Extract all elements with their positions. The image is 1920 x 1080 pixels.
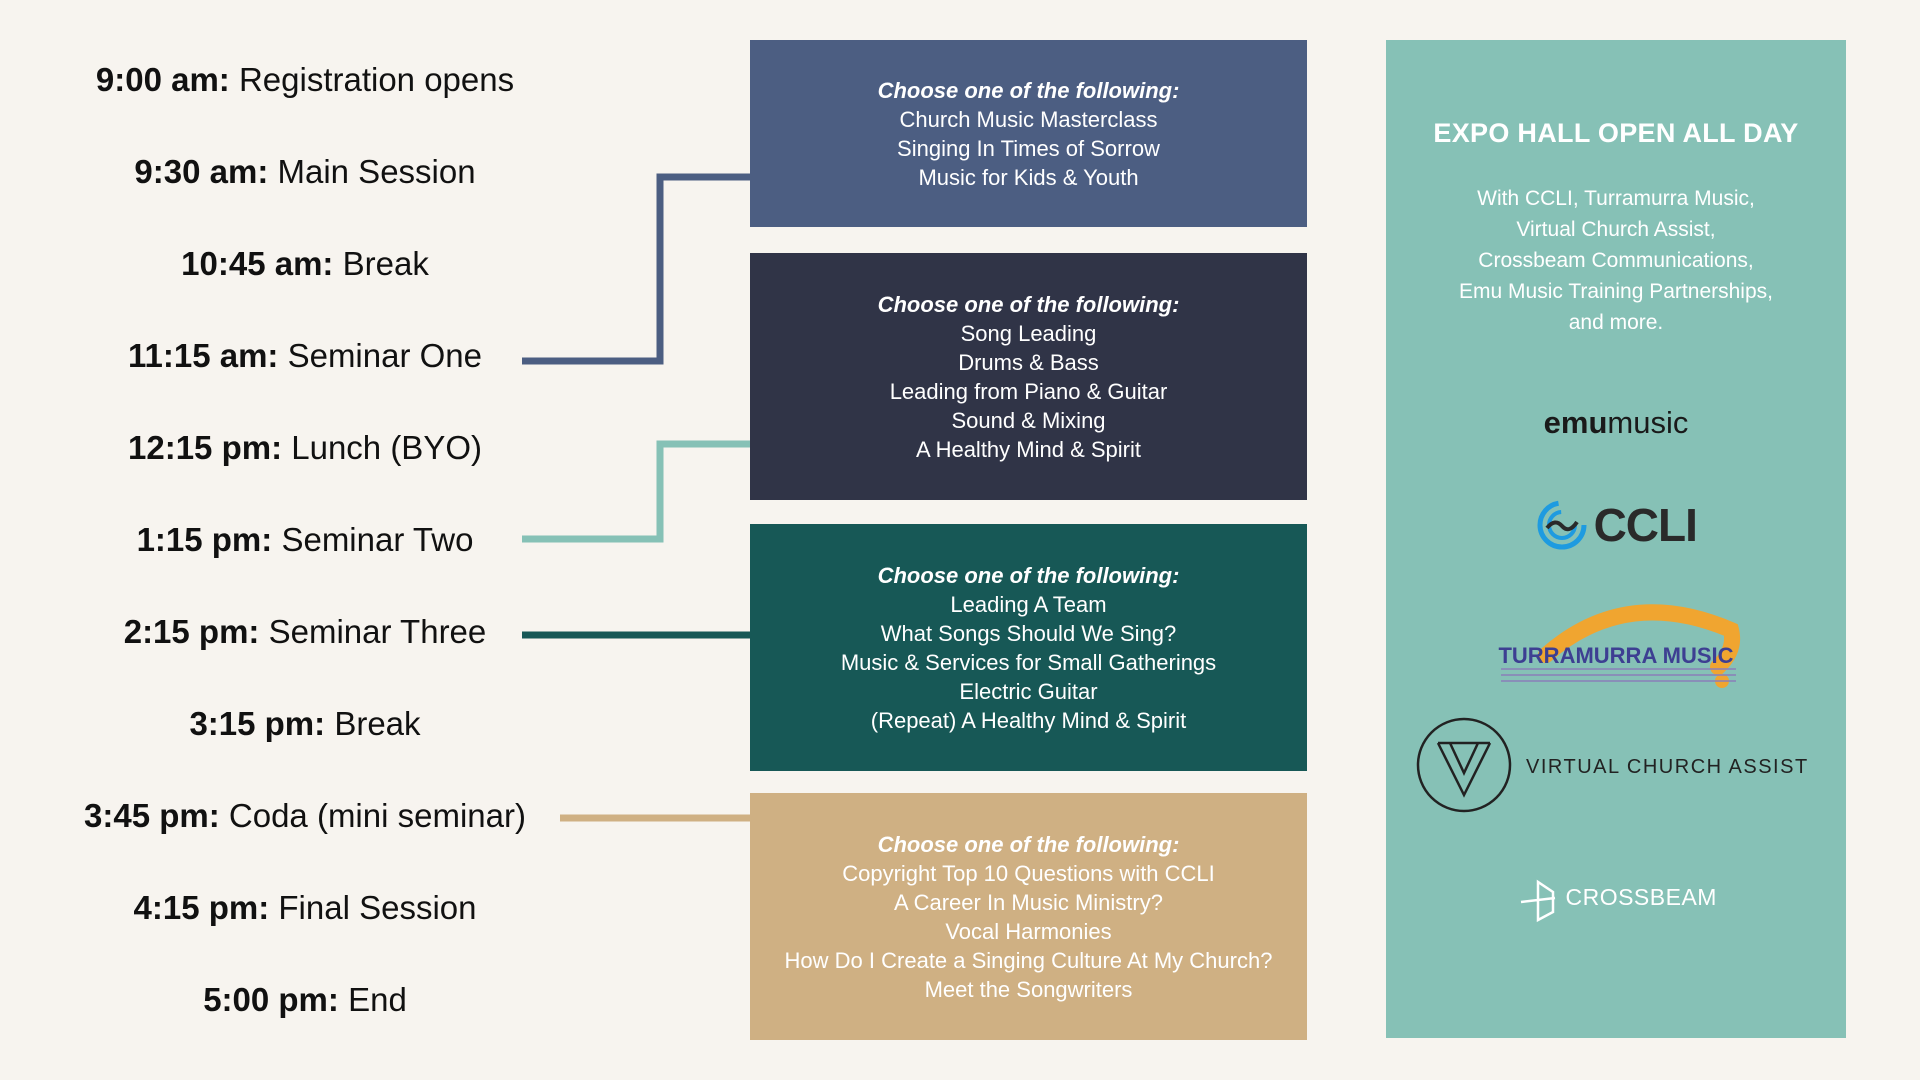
schedule-event: Coda (mini seminar)	[228, 797, 526, 834]
expo-line: and more.	[1568, 311, 1664, 334]
schedule-event: Registration opens	[238, 61, 515, 98]
box-item: Meet the Songwriters	[924, 976, 1133, 1002]
box-item: Vocal Harmonies	[945, 918, 1112, 944]
schedule-event: Seminar Two	[281, 521, 474, 558]
box-item: (Repeat) A Healthy Mind & Spirit	[870, 707, 1187, 733]
box-item: Leading A Team	[950, 591, 1107, 617]
schedule-time: 9:30 am:	[134, 153, 269, 190]
schedule-time: 4:15 pm:	[133, 889, 270, 926]
expo-line: With CCLI, Turramurra Music,	[1477, 187, 1755, 210]
schedule-time: 5:00 pm:	[203, 981, 339, 1018]
seminar-two-box: Choose one of the following: Song Leadin…	[750, 253, 1307, 500]
schedule-row: 3:15 pm: Break	[40, 704, 570, 744]
box-item: Leading from Piano & Guitar	[889, 378, 1168, 404]
box-item: Music & Services for Small Gatherings	[840, 649, 1217, 675]
vca-icon: VIRTUAL CHURCH ASSIST	[1416, 717, 1809, 813]
expo-panel: EXPO HALL OPEN ALL DAY With CCLI, Turram…	[1386, 40, 1846, 1038]
schedule-row: 12:15 pm: Lunch (BYO)	[40, 428, 570, 468]
box-item: What Songs Should We Sing?	[880, 620, 1177, 646]
crossbeam-wordmark: CROSSBEAM	[1565, 884, 1717, 911]
schedule-row: 1:15 pm: Seminar Two	[40, 520, 570, 560]
box-item: Singing In Times of Sorrow	[897, 135, 1160, 161]
turramurra-wordmark: TURRAMURRA MUSIC	[1498, 643, 1733, 668]
schedule-time: 2:15 pm:	[123, 613, 260, 650]
schedule-event: Lunch (BYO)	[291, 429, 482, 466]
box-heading: Choose one of the following:	[877, 77, 1180, 103]
schedule-time: 1:15 pm:	[136, 521, 273, 558]
crossbeam-logo: CROSSBEAM	[1386, 878, 1846, 928]
schedule-time: 12:15 pm:	[128, 429, 283, 466]
box-item: Music for Kids & Youth	[918, 164, 1139, 190]
schedule-event: End	[348, 981, 407, 1018]
box-heading: Choose one of the following:	[877, 831, 1180, 857]
emu-logo-rest: music	[1607, 405, 1689, 440]
box-item: A Career In Music Ministry?	[894, 889, 1163, 915]
schedule-time: 3:15 pm:	[189, 705, 326, 742]
expo-line: Emu Music Training Partnerships,	[1459, 280, 1773, 303]
schedule-time: 11:15 am:	[127, 337, 279, 374]
box-item: Electric Guitar	[959, 678, 1098, 704]
ccli-logo: CCLI	[1386, 498, 1846, 558]
schedule-list: 9:00 am: Registration opens 9:30 am: Mai…	[40, 36, 570, 1036]
vca-wordmark: VIRTUAL CHURCH ASSIST	[1526, 756, 1809, 778]
expo-line: Virtual Church Assist,	[1516, 218, 1716, 241]
schedule-time: 9:00 am:	[95, 61, 230, 98]
box-heading: Choose one of the following:	[877, 562, 1180, 588]
box-item: Sound & Mixing	[951, 407, 1106, 433]
seminar-three-box: Choose one of the following: Leading A T…	[750, 524, 1307, 771]
schedule-time: 10:45 am:	[181, 245, 334, 282]
expo-title: EXPO HALL OPEN ALL DAY	[1433, 118, 1799, 148]
schedule-event: Break	[342, 245, 429, 282]
turramurra-music-logo: TURRAMURRA MUSIC	[1386, 595, 1846, 705]
schedule-row: 5:00 pm: End	[40, 980, 570, 1020]
box-item: Copyright Top 10 Questions with CCLI	[842, 860, 1215, 886]
expo-line: Crossbeam Communications,	[1478, 249, 1754, 272]
schedule-row: 4:15 pm: Final Session	[40, 888, 570, 928]
schedule-row: 2:15 pm: Seminar Three	[40, 612, 570, 652]
schedule-event: Main Session	[277, 153, 476, 190]
emu-logo-bold: emu	[1543, 405, 1608, 440]
seminar-one-box: Choose one of the following: Church Musi…	[750, 40, 1307, 227]
schedule-event: Seminar Three	[268, 613, 487, 650]
ccli-swirl-icon	[1537, 500, 1587, 550]
schedule-row: 9:00 am: Registration opens	[40, 60, 570, 100]
crossbeam-icon	[1520, 879, 1556, 923]
schedule-row: 3:45 pm: Coda (mini seminar)	[40, 796, 570, 836]
box-item: Church Music Masterclass	[899, 106, 1158, 132]
virtual-church-assist-logo: VIRTUAL CHURCH ASSIST	[1386, 715, 1846, 815]
box-item: A Healthy Mind & Spirit	[916, 436, 1141, 462]
ccli-wordmark: CCLI	[1593, 499, 1698, 551]
schedule-event: Seminar One	[287, 337, 483, 374]
connector-seminar-two	[522, 440, 750, 543]
schedule-row: 10:45 am: Break	[40, 244, 570, 284]
coda-box: Choose one of the following: Copyright T…	[750, 793, 1307, 1040]
schedule-time: 3:45 pm:	[84, 797, 220, 834]
schedule-row: 9:30 am: Main Session	[40, 152, 570, 192]
connector-seminar-one	[522, 173, 750, 365]
box-item: Song Leading	[960, 320, 1097, 346]
expo-description: With CCLI, Turramurra Music, Virtual Chu…	[1416, 183, 1816, 338]
box-item: How Do I Create a Singing Culture At My …	[784, 947, 1273, 973]
schedule-event: Final Session	[278, 889, 477, 926]
schedule-row: 11:15 am: Seminar One	[40, 336, 570, 376]
box-heading: Choose one of the following:	[877, 291, 1180, 317]
schedule-event: Break	[334, 705, 421, 742]
emu-music-logo: emumusic	[1386, 405, 1846, 441]
turramurra-music-icon: TURRAMURRA MUSIC	[1498, 604, 1741, 688]
box-item: Drums & Bass	[958, 349, 1099, 375]
